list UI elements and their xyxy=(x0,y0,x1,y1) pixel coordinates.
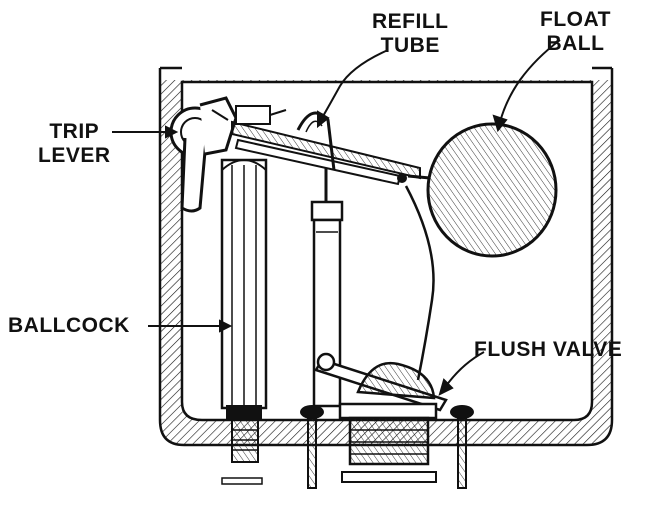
float-ball xyxy=(407,122,558,258)
label-float-ball-line2: BALL xyxy=(546,32,605,55)
leader-lines xyxy=(112,39,561,396)
label-refill-tube-line1: REFILL xyxy=(372,10,449,33)
leader-refill-tube xyxy=(321,49,389,119)
arrowhead-flush-valve xyxy=(438,378,454,396)
label-refill-tube-line2: TUBE xyxy=(380,34,440,57)
arrowhead-trip-lever xyxy=(165,125,179,139)
label-trip-lever-line2: LEVER xyxy=(38,144,111,167)
label-trip-lever-line1: TRIP xyxy=(49,120,100,143)
arrowhead-ballcock xyxy=(219,319,233,333)
label-trip-lever: TRIP LEVER xyxy=(38,120,111,168)
leader-flush-valve xyxy=(445,351,485,387)
label-ballcock: BALLCOCK xyxy=(8,314,130,337)
flush-valve-assembly xyxy=(314,352,448,483)
float-arm xyxy=(231,105,421,186)
label-flush-valve: FLUSH VALVE xyxy=(474,338,623,361)
arrowhead-float-ball xyxy=(492,114,508,133)
arrowhead-refill-tube xyxy=(317,110,330,129)
label-float-ball-line1: FLOAT xyxy=(540,8,611,31)
label-float-ball: FLOAT BALL xyxy=(540,8,611,56)
ballcock-assembly xyxy=(220,158,268,485)
label-refill-tube: REFILL TUBE xyxy=(372,10,449,58)
mounting-bolt-right xyxy=(450,405,474,489)
leader-float-ball xyxy=(499,39,561,123)
mounting-bolt-left xyxy=(300,405,324,489)
lift-chain xyxy=(404,185,435,381)
